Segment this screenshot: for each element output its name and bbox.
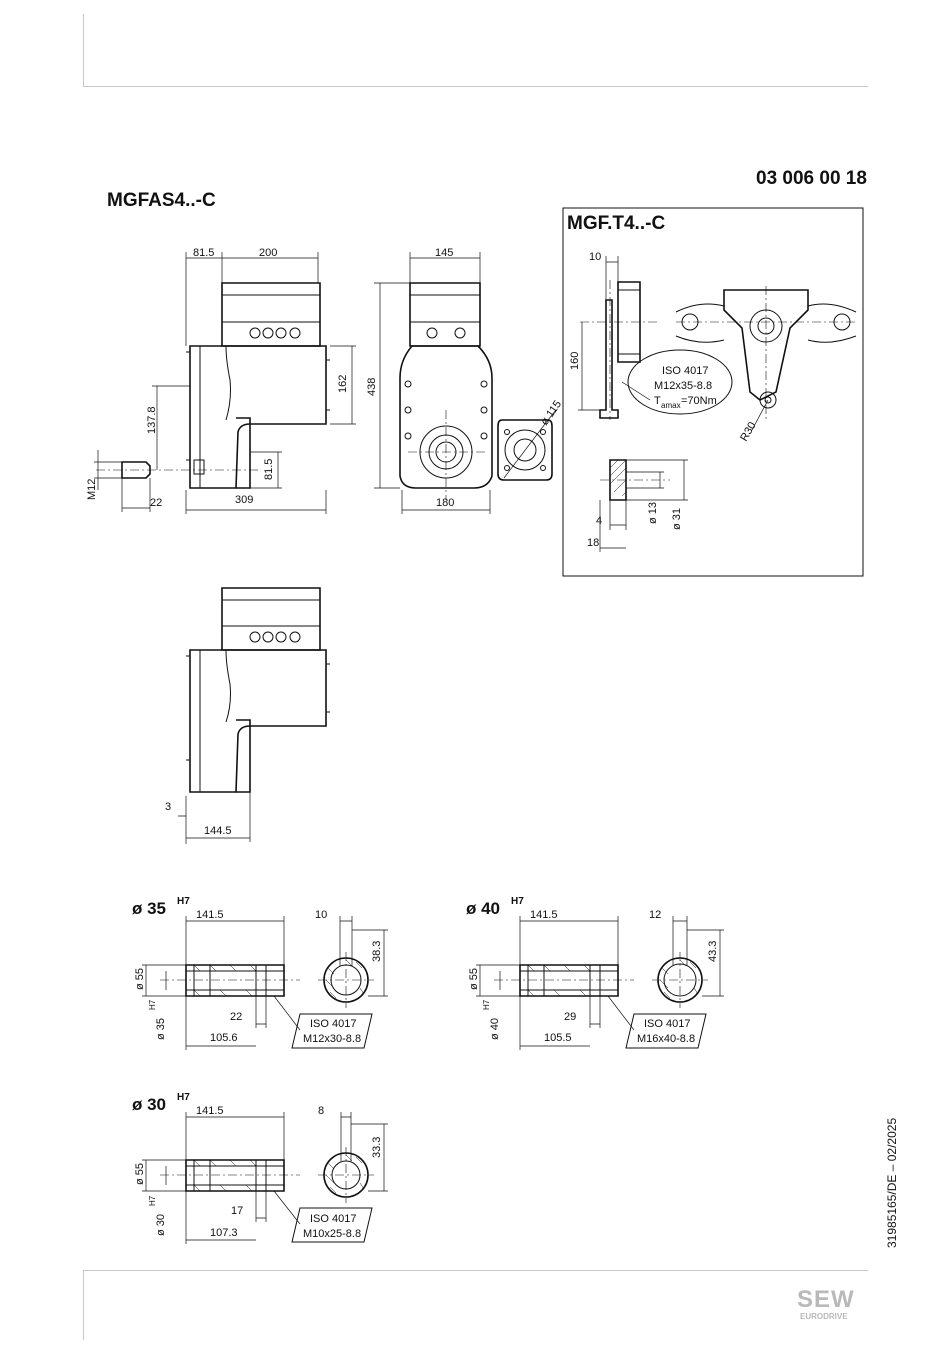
shaft-40-bore-dia: ø 40 — [489, 1018, 501, 1040]
shaft-35-screw-line2: M12x30-8.8 — [303, 1033, 361, 1045]
shaft-30-length: 141.5 — [196, 1105, 224, 1117]
shaft-30-key: 8 — [318, 1105, 324, 1117]
sew-logo-subtitle: EURODRIVE — [800, 1312, 848, 1321]
shaft-30-height: 33.3 — [371, 1137, 383, 1158]
document-number: 03 006 00 18 — [756, 168, 867, 189]
shaft-35-bore-dia: ø 35 — [155, 1018, 167, 1040]
shaft-35-key: 10 — [315, 909, 327, 921]
side-dim-81-5-top: 81.5 — [193, 247, 214, 259]
shaft-40-tolerance: H7 — [511, 896, 524, 907]
torque-callout-t-sub: amax — [661, 401, 681, 410]
front-view: 145 438 180 — [366, 247, 493, 514]
shaft-35-tolerance: H7 — [177, 896, 190, 907]
shaft-40-screw-line2: M16x40-8.8 — [637, 1033, 695, 1045]
side-dim-81-5-bottom: 81.5 — [263, 459, 275, 480]
frame-line-left-bottom — [83, 1270, 84, 1340]
front-dim-180: 180 — [436, 497, 454, 509]
lower-side-view: 3 144.5 — [165, 587, 330, 844]
torque-callout-t-symbol: T — [654, 395, 661, 407]
shaft-detail-40: ø 40 H7 141.5 12 43.3 ø 55 ø 40 H7 29 10… — [466, 896, 724, 1050]
shaft-40-label: ø 40 — [466, 899, 500, 918]
side-dim-m12: M12 — [86, 479, 98, 500]
side-dim-309: 309 — [235, 494, 253, 506]
side-view: 81.5 200 162 137.8 81.5 309 M12 22 — [86, 247, 356, 514]
shaft-35-depth: 105.6 — [210, 1032, 238, 1044]
shaft-35-screw-line1: ISO 4017 — [310, 1018, 356, 1030]
torque-dim-d13: ø 13 — [647, 502, 659, 524]
shaft-40-bore-tol: H7 — [482, 999, 491, 1010]
shaft-30-tolerance: H7 — [177, 1092, 190, 1103]
shaft-40-key: 12 — [649, 909, 661, 921]
side-dim-200: 200 — [259, 247, 277, 259]
sew-logo: SEW — [797, 1286, 855, 1313]
flange-view: ø 115 — [497, 398, 564, 481]
torque-arm-title: MGF.T4..-C — [567, 213, 665, 234]
shaft-30-bore-tol: H7 — [148, 1195, 157, 1206]
shaft-30-screw-line2: M10x25-8.8 — [303, 1228, 361, 1240]
torque-dim-10: 10 — [589, 251, 601, 263]
torque-dim-160: 160 — [569, 352, 581, 370]
torque-dim-18: 18 — [587, 537, 599, 549]
side-dim-22: 22 — [150, 497, 162, 509]
shaft-40-depth: 105.5 — [544, 1032, 572, 1044]
torque-callout-t-value: =70Nm — [681, 395, 717, 407]
page-title: MGFAS4..-C — [107, 190, 216, 211]
shaft-40-height: 43.3 — [707, 941, 719, 962]
side-dim-162: 162 — [337, 375, 349, 393]
shaft-30-screw-line1: ISO 4017 — [310, 1213, 356, 1225]
shaft-40-length: 141.5 — [530, 909, 558, 921]
frame-line-left-top — [83, 14, 84, 86]
shaft-30-bore-dia: ø 30 — [155, 1214, 167, 1236]
shaft-35-label: ø 35 — [132, 899, 166, 918]
shaft-35-height: 38.3 — [371, 941, 383, 962]
frame-line-bottom — [83, 1270, 868, 1271]
torque-dim-d31: ø 31 — [671, 508, 683, 530]
shaft-30-label: ø 30 — [132, 1095, 166, 1114]
torque-dim-4: 4 — [596, 515, 602, 527]
lower-dim-144-5: 144.5 — [204, 825, 232, 837]
side-dim-137-8: 137.8 — [146, 406, 158, 434]
shaft-40-screw-line1: ISO 4017 — [644, 1018, 690, 1030]
flange-dim-115: ø 115 — [539, 398, 564, 427]
shaft-35-bore-tol: H7 — [148, 999, 157, 1010]
torque-callout-line1: ISO 4017 — [662, 365, 708, 377]
shaft-detail-35: ø 35 H7 141.5 10 38.3 ø 55 ø 35 H7 22 10… — [132, 896, 388, 1050]
shaft-35-outer-dia: ø 55 — [134, 968, 146, 990]
shaft-40-outer-dia: ø 55 — [468, 968, 480, 990]
shaft-30-thread: 17 — [231, 1205, 243, 1217]
shaft-detail-30: ø 30 H7 141.5 8 33.3 ø 55 ø 30 H7 17 107… — [132, 1092, 388, 1244]
shaft-30-depth: 107.3 — [210, 1227, 238, 1239]
torque-callout-line2: M12x35-8.8 — [654, 380, 712, 392]
frame-line-top — [83, 86, 868, 87]
shaft-35-thread: 22 — [230, 1011, 242, 1023]
front-dim-145: 145 — [435, 247, 453, 259]
lower-dim-3: 3 — [165, 801, 171, 813]
torque-arm-box: MGF.T4..-C 10 160 R30 4 18 ø 13 ø 31 ISO… — [562, 207, 864, 577]
front-dim-438: 438 — [366, 378, 378, 396]
shaft-40-thread: 29 — [564, 1011, 576, 1023]
shaft-35-length: 141.5 — [196, 909, 224, 921]
shaft-30-outer-dia: ø 55 — [134, 1163, 146, 1185]
